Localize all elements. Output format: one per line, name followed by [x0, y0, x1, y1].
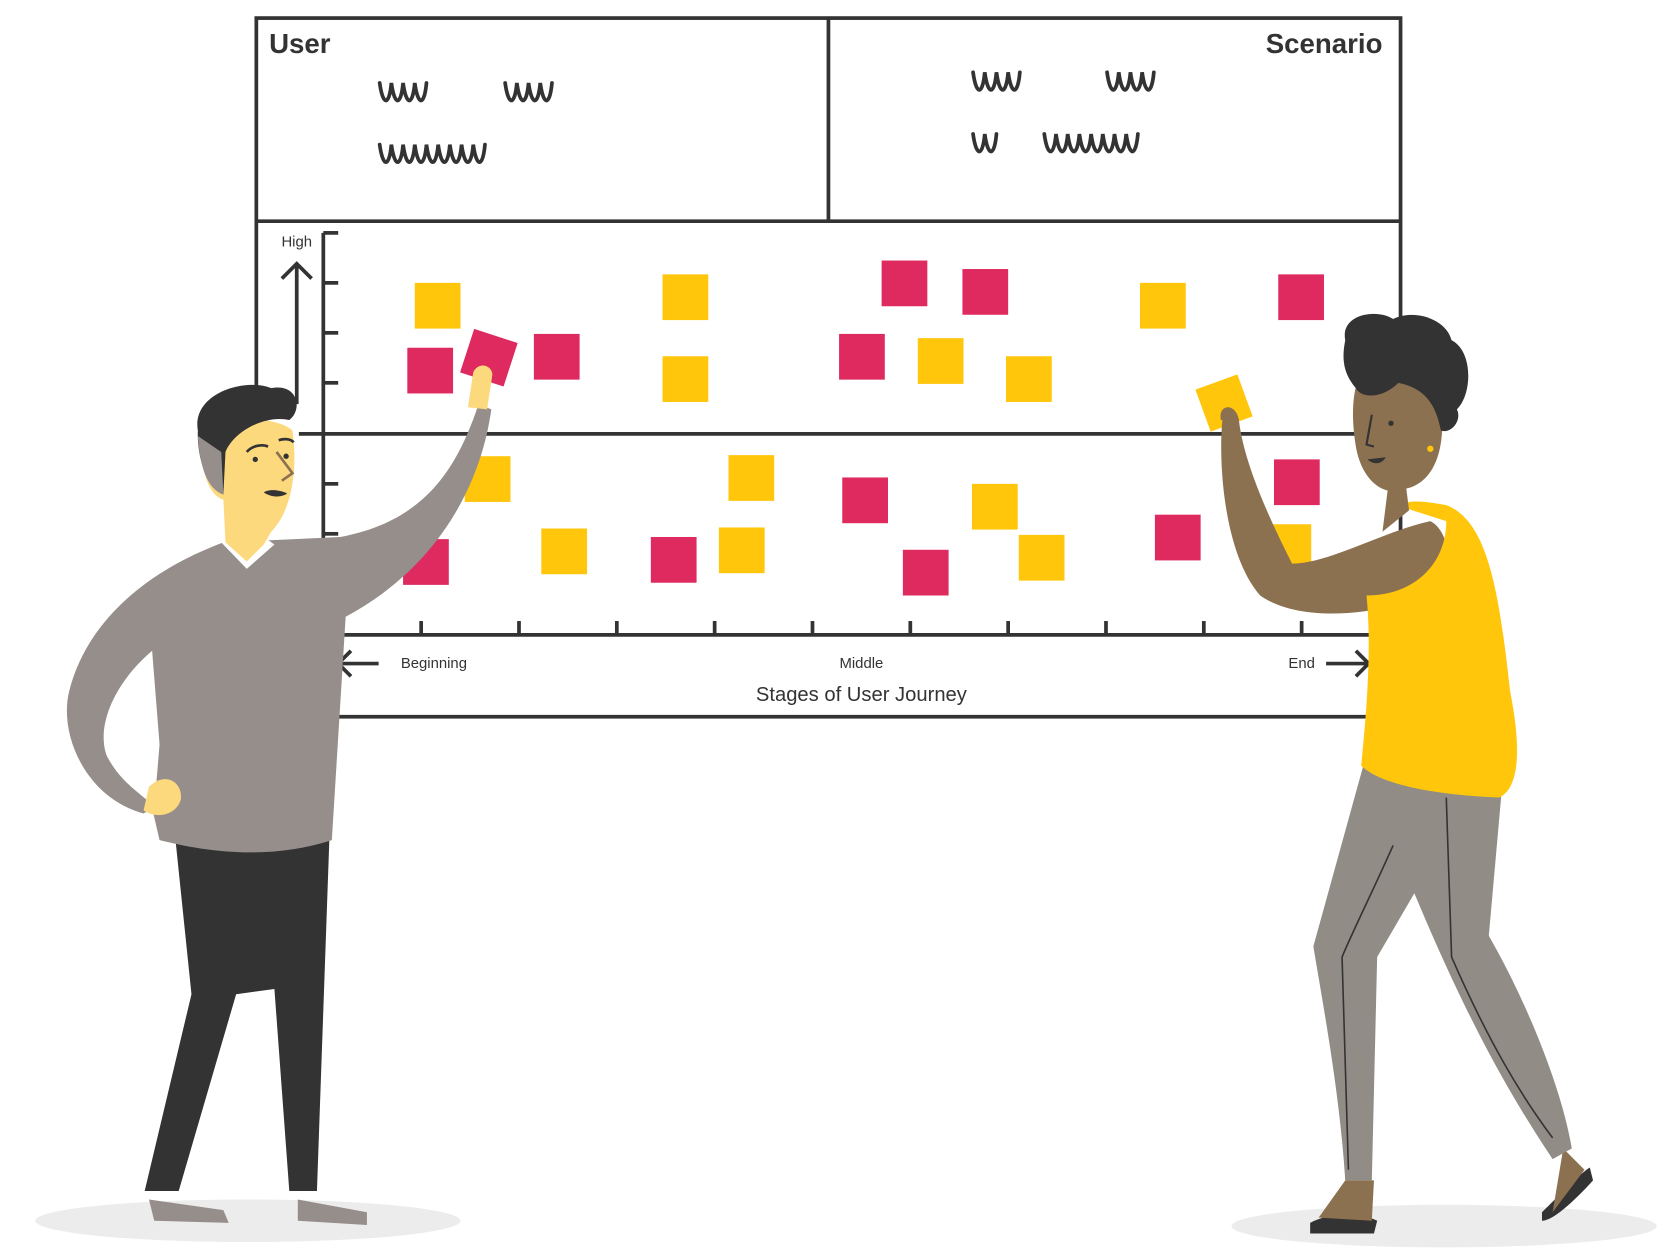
squiggle-line	[503, 81, 554, 103]
sticky-note-pink	[842, 477, 888, 524]
sticky-note-pink	[407, 347, 454, 394]
x-axis-title: Stages of User Journey	[756, 684, 968, 706]
sticky-note-pink	[1154, 514, 1201, 561]
squiggle-line	[1042, 132, 1140, 154]
squiggle-line	[1105, 70, 1156, 92]
x-tick-end: End	[1288, 656, 1314, 672]
squiggle-line	[377, 81, 429, 103]
man-shadow	[35, 1199, 461, 1243]
sticky-note-pink	[902, 549, 949, 596]
x-tick-beginning: Beginning	[401, 656, 467, 672]
placeholder-text-squiggles	[377, 70, 1156, 165]
sticky-note-yellow	[718, 527, 765, 574]
squiggle-line	[971, 132, 999, 154]
sticky-note-yellow	[917, 338, 964, 384]
sticky-note-yellow	[1018, 534, 1065, 581]
man-character	[66, 365, 493, 1226]
sticky-note-yellow	[662, 274, 709, 321]
sticky-note-yellow	[728, 455, 775, 501]
sticky-note-yellow	[414, 282, 461, 329]
sticky-note-yellow	[1140, 282, 1186, 329]
sticky-note-pink	[881, 260, 928, 307]
sticky-note-yellow	[541, 528, 588, 575]
sticky-note-pink	[533, 333, 580, 380]
sticky-note-pink	[962, 269, 1009, 315]
woman-shadow	[1231, 1204, 1657, 1248]
sticky-note-pink	[650, 537, 697, 583]
x-tick-middle: Middle	[839, 656, 883, 672]
sticky-note-pink	[1278, 274, 1324, 321]
squiggle-line	[377, 142, 487, 165]
sticky-note-pink	[1274, 459, 1320, 506]
scenario-label: Scenario	[1266, 28, 1383, 59]
woman-character	[1220, 313, 1594, 1234]
squiggle-line	[971, 70, 1022, 92]
sticky-note-yellow	[662, 356, 709, 402]
y-axis-high-label: High	[281, 235, 312, 251]
sticky-note-yellow-held	[1195, 374, 1253, 432]
sticky-note-yellow	[971, 483, 1018, 530]
user-label: User	[269, 28, 331, 59]
sticky-note-yellow	[1006, 356, 1052, 402]
sticky-note-pink	[839, 333, 885, 380]
